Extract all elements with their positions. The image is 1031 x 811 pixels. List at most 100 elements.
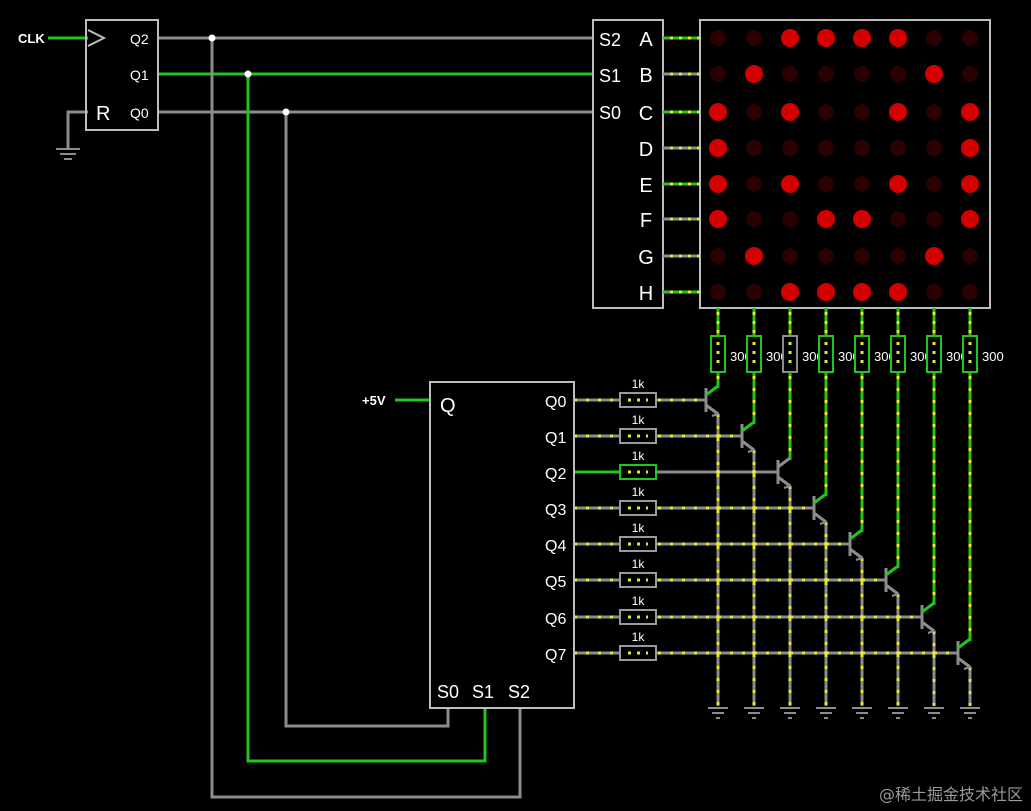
crossing-dot-c1-q2: [716, 470, 720, 474]
junction-q1: [244, 70, 252, 78]
led-r7-c3: [782, 248, 798, 264]
transistor-collector-8: [957, 637, 971, 650]
led-matrix: [663, 19, 991, 309]
row-label-e: E: [639, 175, 652, 197]
base-resistor-label-1: 1k: [632, 377, 646, 391]
q0-branch-wire: [284, 112, 450, 728]
crossing-dot-c2-q3: [752, 506, 756, 510]
row-wires: [663, 36, 700, 294]
led-r8-c3: [781, 283, 799, 301]
base-resistor-label-4: 1k: [632, 485, 646, 499]
row-label-d: D: [639, 139, 653, 161]
led-r2-c6: [890, 66, 906, 82]
clock-triangle-icon: [87, 29, 107, 47]
led-r3-c8: [961, 103, 979, 121]
transistor-collector-3: [777, 456, 791, 469]
column-resistor-label-8: 300: [982, 349, 1004, 364]
led-r7-c7: [925, 247, 943, 265]
row-label-a: A: [639, 29, 653, 51]
led-r1-c1: [710, 30, 726, 46]
row-label-c: C: [639, 103, 653, 125]
crossing-dot-c7-q7: [932, 651, 936, 655]
led-r2-c4: [818, 66, 834, 82]
led-r6-c2: [746, 211, 762, 227]
crossing-dot-c3-q7: [788, 651, 792, 655]
crossing-dot-c1-q1: [716, 434, 720, 438]
led-r5-c7: [926, 176, 942, 192]
led-r1-c6: [889, 29, 907, 47]
led-r6-c6: [890, 211, 906, 227]
led-r3-c5: [854, 104, 870, 120]
clk-label: CLK: [18, 31, 45, 46]
transistor-collector-2: [741, 420, 755, 433]
base-resistor-label-7: 1k: [632, 594, 646, 608]
led-r6-c5: [853, 210, 871, 228]
reset-label: R: [96, 103, 110, 125]
supply-label: +5V: [362, 393, 386, 408]
crossing-dot-c5-q6: [860, 615, 864, 619]
watermark: @稀土掘金技术社区: [878, 785, 1023, 804]
crossing-dot-c5-q7: [860, 651, 864, 655]
transistor-4: [812, 492, 829, 525]
led-r5-c5: [854, 176, 870, 192]
reset-ground-icon: [56, 148, 80, 160]
crossing-dot-c4-q4: [824, 542, 828, 546]
led-r8-c8: [962, 284, 978, 300]
crossing-dot-c6-q7: [896, 651, 900, 655]
led-r3-c3: [781, 103, 799, 121]
crossing-dot-c4-q6: [824, 615, 828, 619]
crossing-dot-c3-q5: [788, 578, 792, 582]
transistor-collector-1: [705, 384, 719, 397]
column-decoder-out-q1: Q1: [545, 430, 566, 447]
transistor-3: [776, 456, 793, 489]
base-resistor-label-3: 1k: [632, 449, 646, 463]
crossing-dot-c1-q7: [716, 651, 720, 655]
transistor-5: [848, 528, 865, 561]
led-r1-c4: [817, 29, 835, 47]
led-r3-c4: [818, 104, 834, 120]
led-r5-c8: [961, 175, 979, 193]
row-label-b: B: [639, 65, 652, 87]
junction-q0: [282, 108, 290, 116]
crossing-dot-c6-q6: [896, 615, 900, 619]
row-label-g: G: [638, 247, 654, 269]
led-r4-c7: [926, 140, 942, 156]
led-r7-c2: [745, 247, 763, 265]
led-r6-c3: [782, 211, 798, 227]
counter-chip: CLK R Q2 Q1 Q0: [18, 19, 159, 131]
transistor-arrow-icon-4: [817, 515, 829, 525]
crossing-dot-c4-q5: [824, 578, 828, 582]
column-decoder-out-q3: Q3: [545, 502, 566, 519]
transistor-8: [956, 637, 973, 670]
led-r5-c1: [709, 175, 727, 193]
crossing-dot-c2-q2: [752, 470, 756, 474]
transistor-6: [884, 564, 901, 597]
row-decoder-box: [592, 19, 664, 309]
led-r5-c3: [781, 175, 799, 193]
enable-label: Q: [440, 395, 456, 417]
counter-box: [85, 19, 159, 131]
column-decoder-sel-s0: S0: [437, 682, 459, 702]
led-r2-c3: [782, 66, 798, 82]
transistor-arrow-icon-1: [709, 407, 721, 417]
transistor-arrow-icon-3: [781, 479, 793, 489]
crossing-dot-c2-q4: [752, 542, 756, 546]
transistor-arrow-icon-7: [925, 624, 937, 634]
counter-out-q0: Q0: [130, 105, 149, 121]
base-resistor-label-6: 1k: [632, 557, 646, 571]
column-decoder-out-q2: Q2: [545, 466, 566, 483]
led-matrix-box: [699, 19, 991, 309]
crossing-dot-c3-q3: [788, 506, 792, 510]
crossing-dot-c5-q5: [860, 578, 864, 582]
crossing-dot-c2-q6: [752, 615, 756, 619]
column-decoder-box: [429, 381, 575, 709]
led-r4-c4: [818, 140, 834, 156]
led-r4-c1: [709, 139, 727, 157]
led-r7-c5: [854, 248, 870, 264]
led-r2-c1: [710, 66, 726, 82]
led-r3-c7: [926, 104, 942, 120]
led-r7-c8: [962, 248, 978, 264]
